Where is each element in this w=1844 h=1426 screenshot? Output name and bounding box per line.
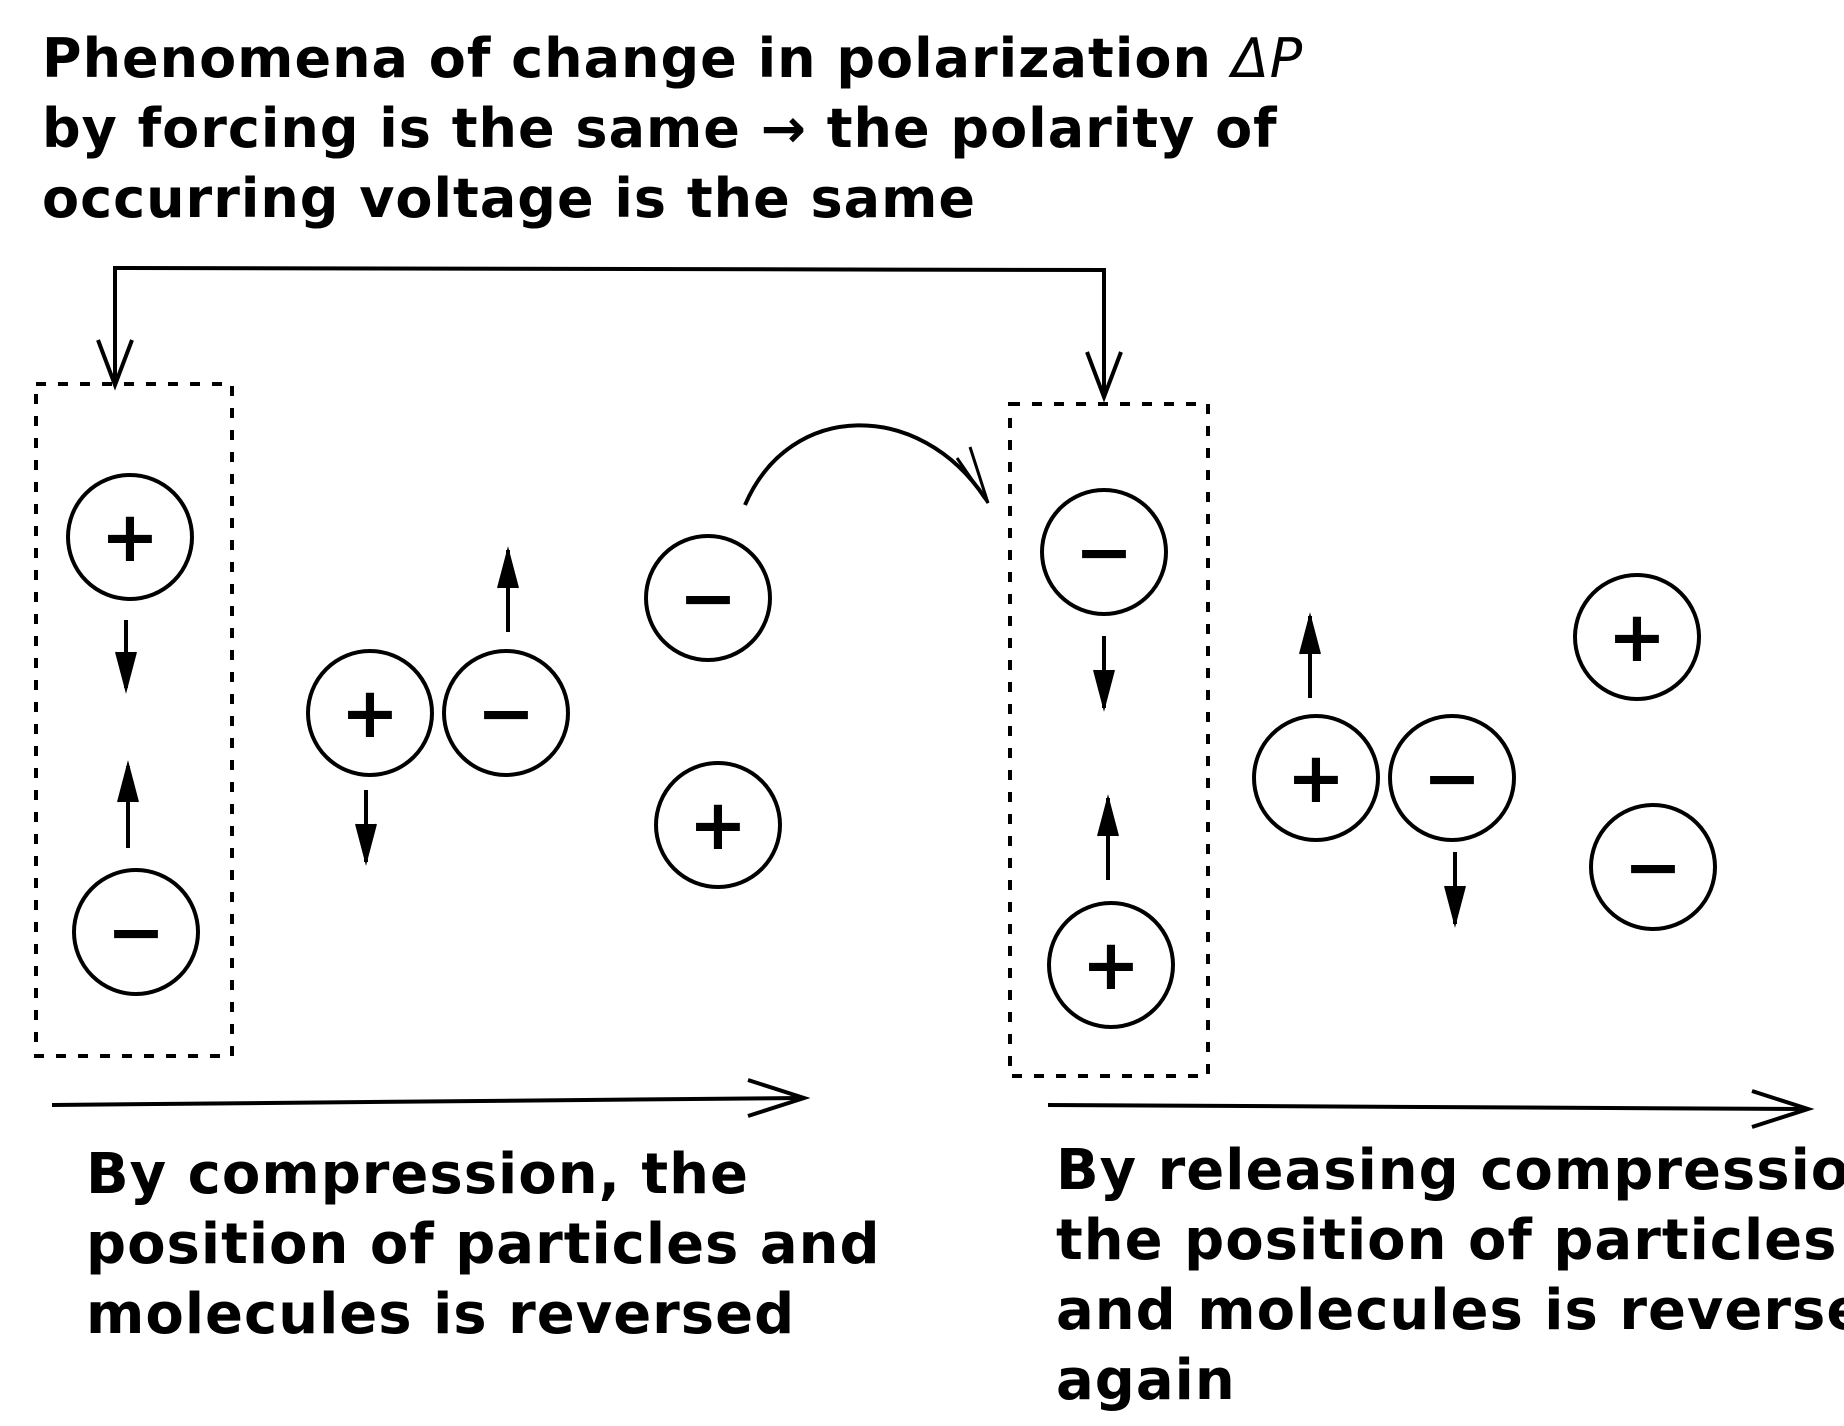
sign-left-pair-minus: − (477, 672, 536, 754)
title-line-1-text: Phenomena of change in polarization (42, 27, 1232, 90)
left-caption-line-2: position of particles and (86, 1212, 881, 1277)
title-line-1: Phenomena of change in polarization ΔP (42, 24, 1303, 94)
particle-right-box-bottom (1047, 901, 1175, 1029)
right-process-arrow (1047, 1089, 1815, 1129)
sign-right-box-top: − (1075, 511, 1134, 593)
right-dashed-box (1008, 402, 1210, 1078)
movement-arrows (115, 546, 1466, 928)
particle-left-pair-minus (442, 649, 570, 777)
title-line-3: occurring voltage is the same (42, 167, 976, 230)
sign-middle-bottom: + (689, 784, 748, 866)
sign-middle-top: − (679, 557, 738, 639)
bracket-left-arrowhead (96, 339, 134, 391)
delta-p-symbol: ΔP (1231, 27, 1304, 90)
process-arrows (51, 1078, 1815, 1129)
left-caption: By compression, the position of particle… (86, 1140, 881, 1350)
arrow-up-right-pair (1299, 612, 1321, 698)
sign-left-pair-plus: + (341, 672, 400, 754)
left-caption-line-3: molecules is reversed (86, 1282, 796, 1347)
particle-far-right-bottom (1589, 803, 1717, 931)
sign-left-box-bottom: − (107, 891, 166, 973)
arrow-up-left-pair (497, 546, 519, 632)
particle-signs: + − + − − + − + + − + − (101, 496, 1683, 1006)
sign-far-right-top: + (1608, 596, 1667, 678)
sign-right-box-bottom: + (1082, 924, 1141, 1006)
left-process-arrow (51, 1078, 811, 1118)
title-caption: Phenomena of change in polarization ΔP b… (42, 24, 1303, 234)
right-caption-line-3: and molecules is reversed (1056, 1278, 1844, 1343)
left-caption-line-1: By compression, the (86, 1142, 749, 1207)
right-caption-line-1: By releasing compression, (1056, 1138, 1844, 1203)
arrow-down-left-pair (355, 790, 377, 866)
right-caption-line-2: the position of particles (1056, 1208, 1838, 1273)
particle-right-pair-plus (1252, 714, 1380, 842)
particle-left-box-bottom (72, 868, 200, 996)
right-caption: By releasing compression, the position o… (1056, 1136, 1844, 1416)
title-line-2: by forcing is the same → the polarity of (42, 97, 1278, 160)
connector-bracket (96, 265, 1123, 403)
particle-left-box-top (66, 473, 194, 601)
left-dashed-box (34, 382, 234, 1058)
curved-transfer-arrow (743, 423, 990, 506)
particle-middle-bottom (654, 761, 782, 889)
arrow-up-left-box (117, 760, 139, 848)
particle-circles (66, 473, 1717, 1029)
bracket-right-arrowhead (1085, 351, 1123, 403)
sign-right-pair-minus: − (1423, 737, 1482, 819)
particle-right-pair-minus (1388, 714, 1516, 842)
sign-left-box-top: + (101, 496, 160, 578)
sign-right-pair-plus: + (1287, 737, 1346, 819)
sign-far-right-bottom: − (1624, 826, 1683, 908)
particle-far-right-top (1573, 573, 1701, 701)
arrow-down-left-box (115, 620, 137, 694)
particle-right-box-top (1040, 488, 1168, 616)
right-caption-line-4: again (1056, 1348, 1236, 1413)
arrow-down-right-pair (1444, 852, 1466, 928)
arrow-down-right-box (1093, 636, 1115, 712)
arrow-up-right-box (1097, 794, 1119, 880)
particle-middle-top (644, 534, 772, 662)
particle-left-pair-plus (306, 649, 434, 777)
